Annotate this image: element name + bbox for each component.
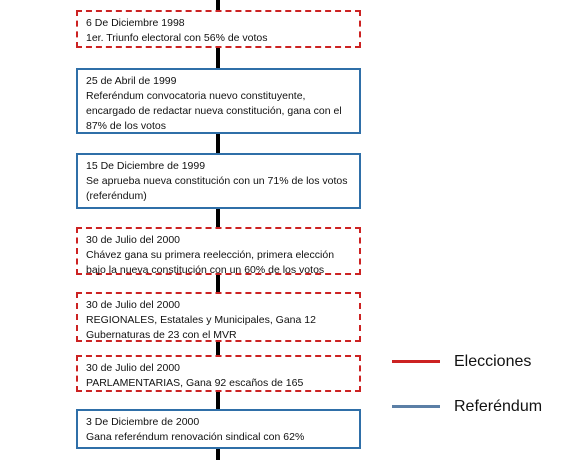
event-description: PARLAMENTARIAS, Gana 92 escaños de 165 <box>86 377 304 389</box>
event-description: REGIONALES, Estatales y Municipales, Gan… <box>86 314 316 341</box>
timeline-event-5: 30 de Julio del 2000 REGIONALES, Estatal… <box>76 292 361 342</box>
timeline-event-3: 15 De Diciembre de 1999 Se aprueba nueva… <box>76 153 361 209</box>
event-date: 3 De Diciembre de 2000 <box>86 416 200 428</box>
timeline-event-2: 25 de Abril de 1999 Referéndum convocato… <box>76 68 361 134</box>
event-description: Se aprueba nueva constitución con un 71%… <box>86 175 348 202</box>
timeline-event-1: 6 De Diciembre 1998 1er. Triunfo elector… <box>76 10 361 48</box>
event-description: Gana referéndum renovación sindical con … <box>86 431 305 443</box>
event-description: Referéndum convocatoria nuevo constituye… <box>86 90 342 132</box>
timeline-event-4: 30 de Julio del 2000 Chávez gana su prim… <box>76 227 361 276</box>
legend-label-elecciones: Elecciones <box>454 353 532 370</box>
legend-swatch-elecciones <box>392 360 440 363</box>
event-description: Chávez gana su primera reelección, prime… <box>86 249 335 276</box>
event-date: 25 de Abril de 1999 <box>86 75 177 87</box>
timeline-event-7: 3 De Diciembre de 2000 Gana referéndum r… <box>76 409 361 449</box>
event-description: 1er. Triunfo electoral con 56% de votos <box>86 32 268 44</box>
event-date: 30 de Julio del 2000 <box>86 234 180 246</box>
timeline-event-6: 30 de Julio del 2000 PARLAMENTARIAS, Gan… <box>76 355 361 392</box>
legend-swatch-referendum <box>392 405 440 408</box>
event-date: 15 De Diciembre de 1999 <box>86 160 206 172</box>
legend-label-referendum: Referéndum <box>454 398 543 415</box>
event-date: 30 de Julio del 2000 <box>86 299 180 311</box>
event-date: 6 De Diciembre 1998 <box>86 17 185 29</box>
event-date: 30 de Julio del 2000 <box>86 362 180 374</box>
